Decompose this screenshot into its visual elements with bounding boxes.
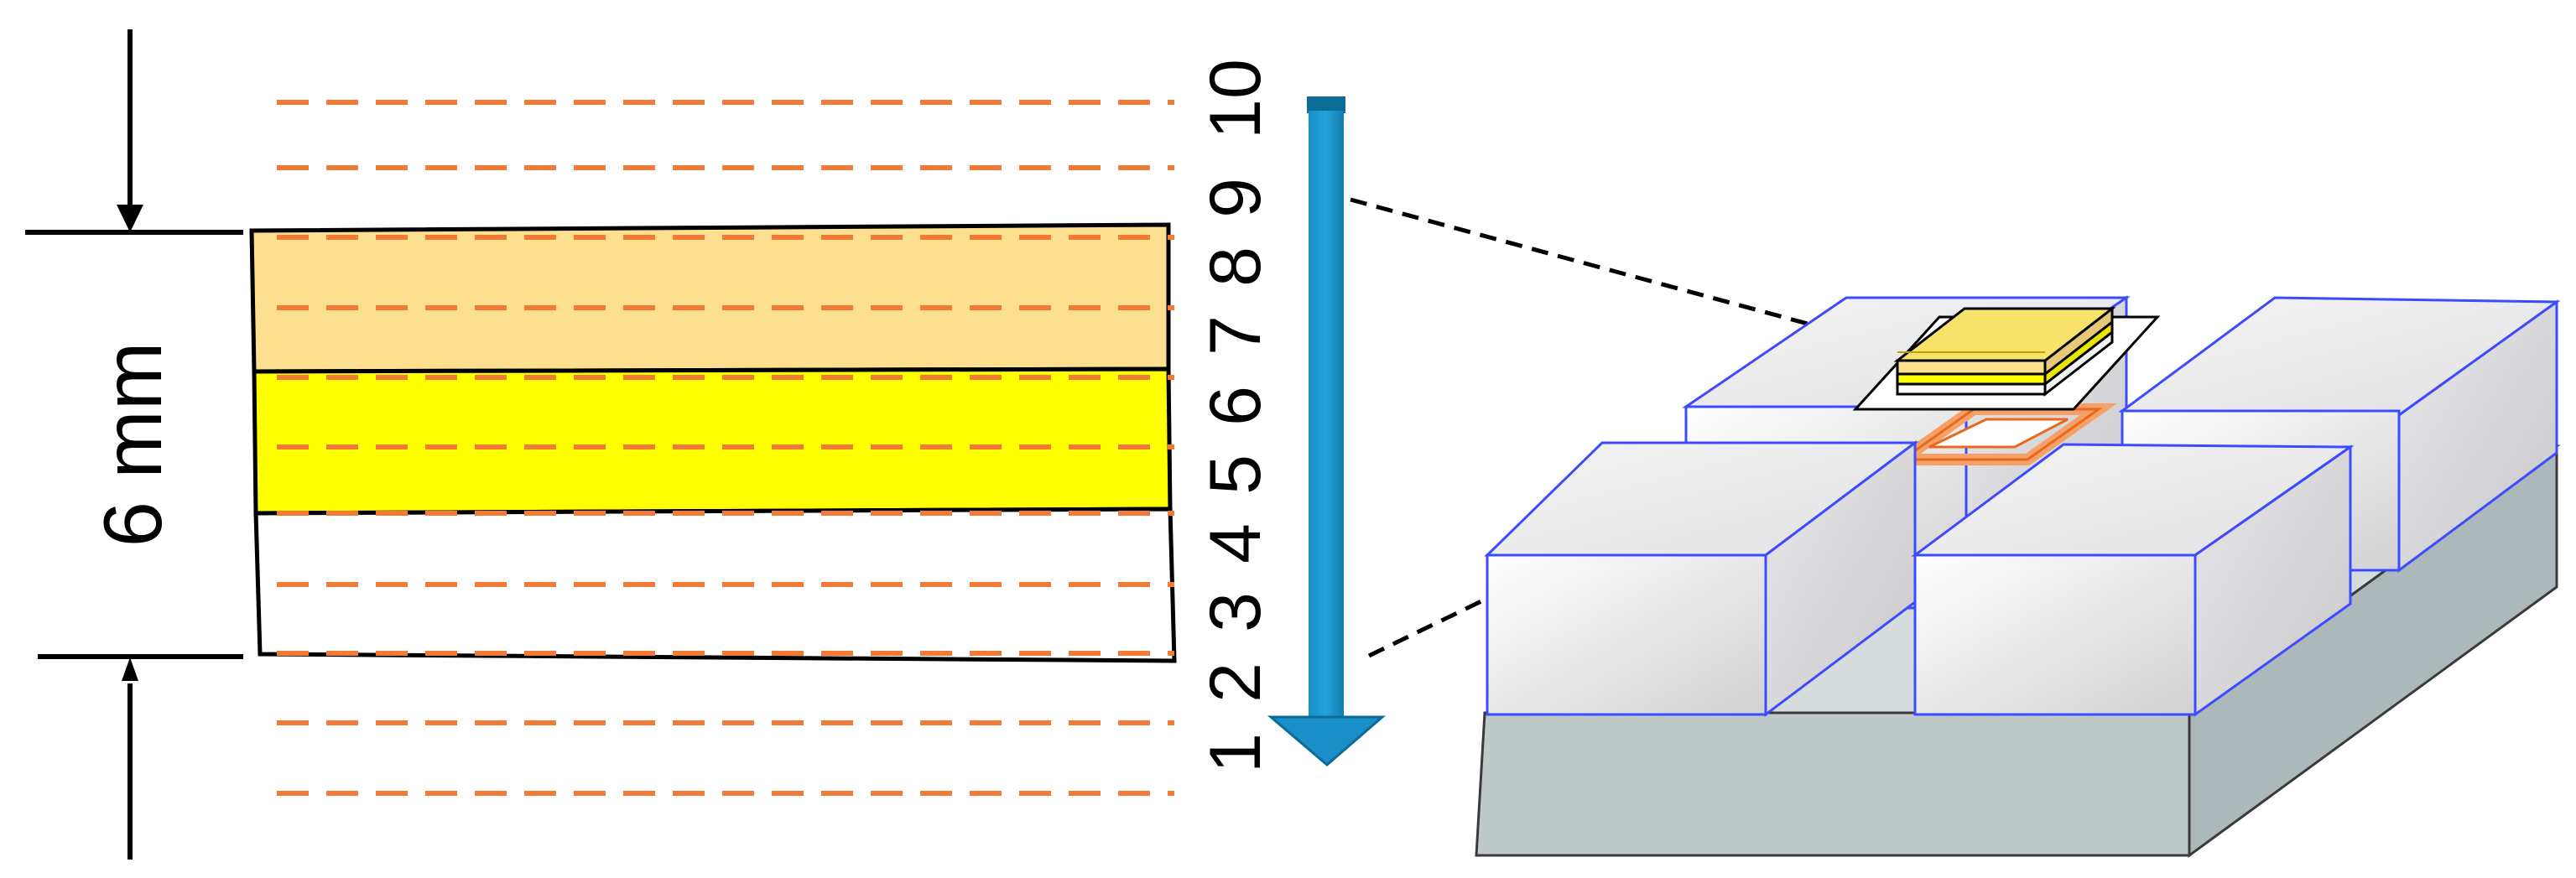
- layer-number-1: 1: [1195, 733, 1276, 773]
- magnet-block-front-left: [1484, 439, 1919, 718]
- apparatus-3d: [1475, 295, 2561, 858]
- layer-number-4: 4: [1195, 523, 1276, 564]
- middle-layer: [252, 366, 1173, 516]
- sample-stack-3d: [1893, 305, 2116, 397]
- dimension-arrow-icon: [117, 205, 143, 232]
- layer-number-10: 10: [1195, 59, 1276, 139]
- bottom-layer: [253, 507, 1177, 663]
- layer-number-list: 1 2 3 4 5 6 7 8 9 10: [1195, 59, 1276, 773]
- layer-number-6: 6: [1195, 386, 1276, 426]
- layer-number-5: 5: [1195, 455, 1276, 495]
- down-arrow-icon: [1267, 96, 1387, 766]
- layer-number-3: 3: [1195, 592, 1276, 632]
- layer-stack: [249, 222, 1177, 663]
- layer-number-7: 7: [1195, 315, 1276, 356]
- layer-number-8: 8: [1195, 247, 1276, 287]
- dimension-marker: [25, 29, 243, 860]
- top-layer: [249, 222, 1171, 374]
- dimension-label: 6 mm: [86, 342, 179, 548]
- layer-number-2: 2: [1195, 662, 1276, 703]
- layer-number-9: 9: [1195, 178, 1276, 218]
- magnet-block-front-right: [1911, 443, 2355, 717]
- measurement-lines: [277, 100, 1174, 796]
- dimension-arrow-icon: [122, 657, 138, 681]
